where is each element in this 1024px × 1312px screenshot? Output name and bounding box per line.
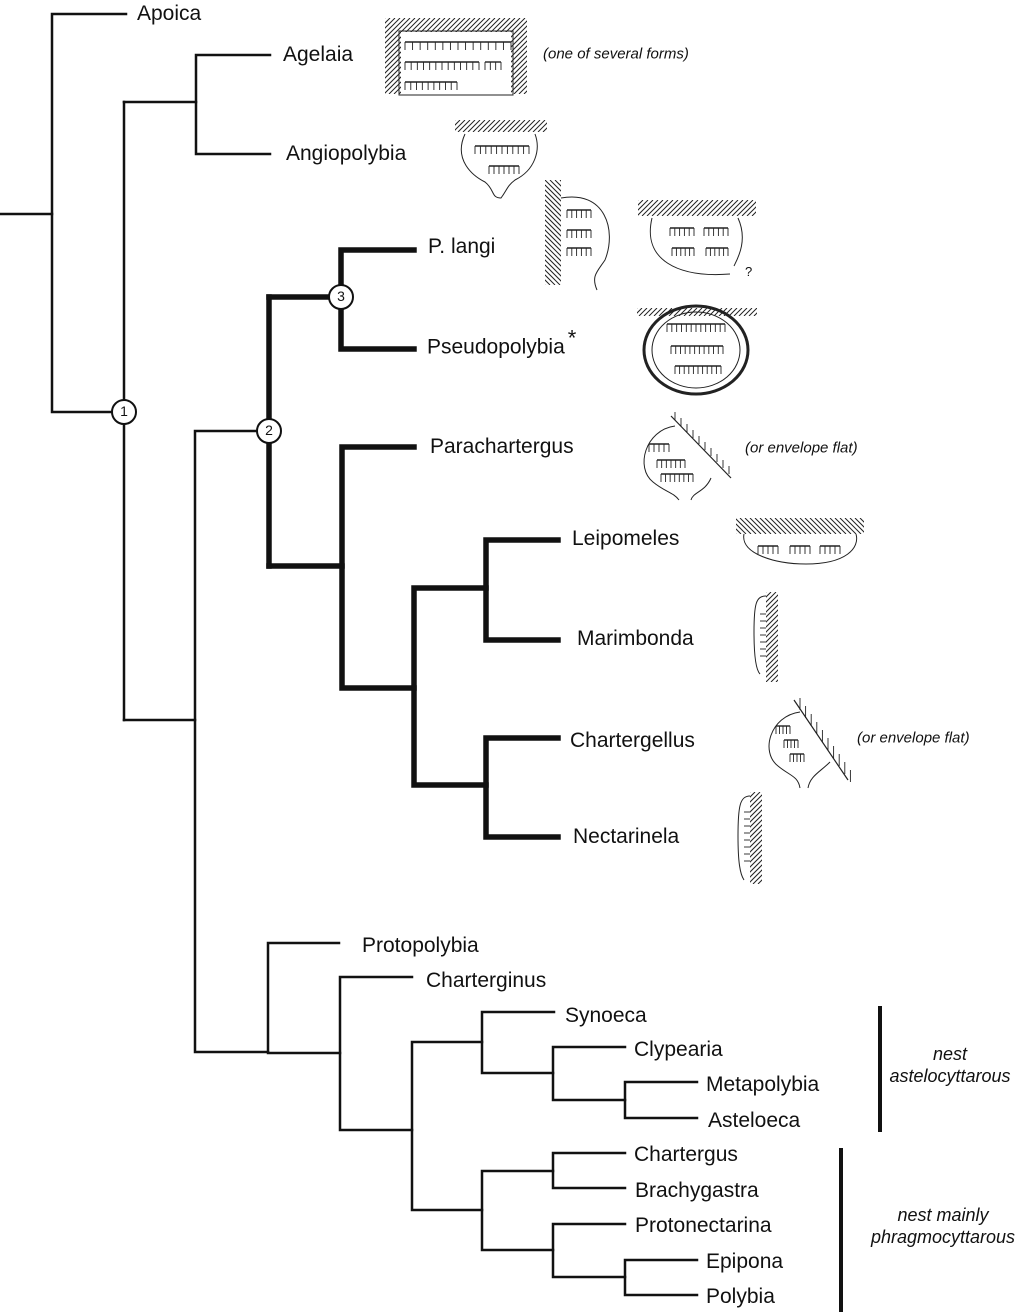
branch-lower (193, 429, 271, 1054)
branch-protonectarina (551, 1222, 627, 1279)
taxon-brachygastra: Brachygastra (635, 1179, 759, 1202)
note-parachartergus: (or envelope flat) (745, 439, 858, 457)
branch-leipomeles-chartergellus (411, 585, 489, 788)
taxon-apoica: Apoica (137, 2, 202, 25)
node-badge-2: 2 (256, 418, 282, 444)
branch-clypearia (551, 1045, 627, 1102)
branch-node1-children (122, 100, 198, 722)
branch-agelaia-angiopolybia (194, 53, 272, 156)
branch-synoeca (480, 1010, 556, 1075)
taxon-protonectarina: Protonectarina (635, 1214, 772, 1237)
taxon-synoeca: Synoeca (565, 1004, 647, 1027)
taxon-chartergellus: Chartergellus (570, 729, 695, 752)
taxon-angiopolybia: Angiopolybia (286, 142, 407, 165)
note-chartergellus: (or envelope flat) (857, 729, 970, 747)
branch-protopolybia (266, 941, 342, 1055)
branch-leipomeles-marimbonda (483, 537, 561, 643)
branch-epipona-polybia (623, 1258, 699, 1297)
branch-metapolybia-asteloeca (623, 1080, 699, 1120)
group-label-line1: nest (932, 1044, 968, 1064)
taxon-plangi: P. langi (428, 235, 496, 258)
nest-pseudopolybia-icon (637, 304, 757, 396)
taxon-nectarinela: Nectarinela (573, 825, 680, 848)
nest-agelaia-icon (385, 18, 527, 96)
branch-chartergus-brachygastra (551, 1151, 627, 1190)
nest-chartergellus-icon (768, 698, 851, 789)
group-label-astelocyttarous: nest astelocyttarous (889, 1043, 1010, 1087)
nest-leipomeles-icon (736, 518, 864, 565)
taxon-chartergus: Chartergus (634, 1143, 738, 1166)
node-badge-1: 1 (111, 399, 137, 425)
branch-chartergellus-nectarinela (483, 735, 561, 840)
taxon-metapolybia: Metapolybia (706, 1073, 820, 1096)
nest-nectarinela-icon (737, 792, 762, 884)
nest-angiopolybia-icon (455, 120, 547, 199)
taxon-leipomeles: Leipomeles (572, 527, 680, 550)
taxon-pseudopolybia-label: Pseudopolybia (427, 335, 565, 359)
question-mark: ? (745, 264, 753, 279)
group-label-line1: nest mainly (897, 1205, 989, 1225)
taxon-pseudopolybia: Pseudopolybia* (427, 326, 576, 360)
taxon-polybia: Polybia (706, 1285, 775, 1308)
branch-chartergus-group (480, 1169, 555, 1252)
branch-apoica-split (50, 12, 128, 414)
node-badge-3: 3 (328, 284, 354, 310)
branch-parachartergus (339, 444, 417, 691)
taxon-protopolybia: Protopolybia (362, 934, 479, 957)
asterisk-mark: * (567, 325, 577, 351)
group-label-phragmocyttarous: nest mainly phragmocyttarous (871, 1204, 1015, 1248)
group-label-line2: phragmocyttarous (870, 1227, 1016, 1247)
taxon-epipona: Epipona (706, 1250, 784, 1273)
taxon-marimbonda: Marimbonda (577, 627, 694, 650)
branch-core (410, 1040, 484, 1212)
nest-parachartergus-icon (643, 412, 732, 501)
group-label-line2: astelocyttarous (889, 1066, 1011, 1086)
nest-marimbonda-icon (753, 592, 778, 682)
nest-plangi-wall-icon (545, 180, 610, 291)
taxon-charterginus: Charterginus (426, 969, 547, 992)
taxon-agelaia: Agelaia (283, 43, 354, 66)
taxon-parachartergus: Parachartergus (430, 435, 574, 458)
branch-charterginus (338, 975, 414, 1132)
nest-plangi-ceiling-icon (638, 200, 756, 276)
note-agelaia: (one of several forms) (543, 45, 689, 63)
taxon-asteloeca: Asteloeca (708, 1109, 801, 1132)
taxon-clypearia: Clypearia (634, 1038, 723, 1061)
